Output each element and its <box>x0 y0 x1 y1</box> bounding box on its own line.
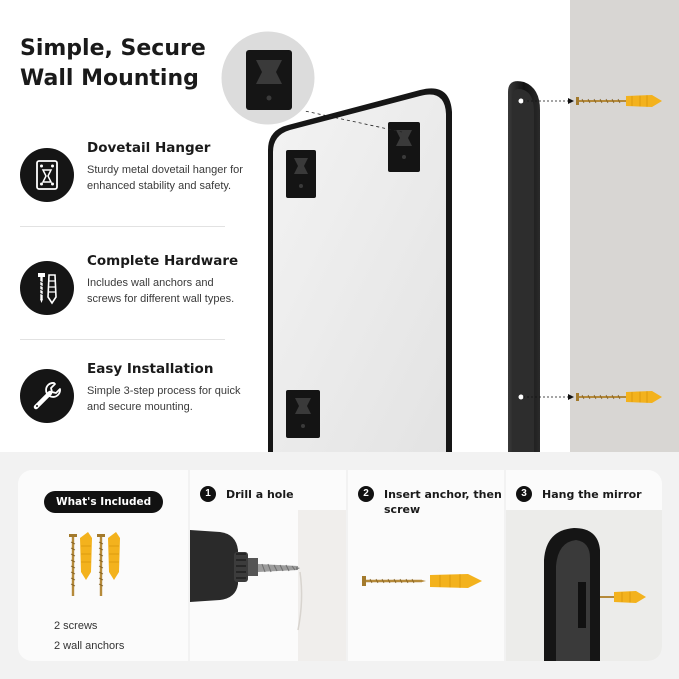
mirror-hanger-top-left <box>286 150 316 198</box>
step-number: 1 <box>200 486 216 502</box>
mirror-side-profile <box>508 81 574 452</box>
feature-installation: Easy Installation Simple 3-step process … <box>20 361 245 439</box>
dovetail-hanger-icon <box>20 148 74 202</box>
feature-hardware: Complete Hardware Includes wall anchors … <box>20 253 245 331</box>
wall-background <box>570 0 679 452</box>
mirror-illustration <box>218 28 662 452</box>
screw-anchor-icon <box>20 261 74 315</box>
step-label: Insert anchor, then screw <box>384 488 502 516</box>
step-number: 3 <box>516 486 532 502</box>
feature-dovetail: Dovetail Hanger Sturdy metal dovetail ha… <box>20 140 245 218</box>
feature-title: Easy Installation <box>87 361 214 377</box>
step-1-panel: 1 Drill a hole <box>190 470 346 661</box>
divider <box>20 339 225 340</box>
steps-section: What's Included 2 screws 2 wall anchors … <box>0 452 679 679</box>
feature-desc: Includes wall anchors and screws for dif… <box>87 277 235 305</box>
screw-anchor-illustration <box>362 574 482 588</box>
wall-screw-anchor-bottom <box>576 391 662 403</box>
drill-illustration <box>190 510 346 661</box>
feature-desc: Sturdy metal dovetail hanger for enhance… <box>87 164 243 192</box>
page-title: Simple, Secure Wall Mounting <box>20 34 206 94</box>
title-line-2: Wall Mounting <box>20 66 199 91</box>
included-anchors: 2 wall anchors <box>54 640 125 652</box>
mirror-hanger-bottom <box>286 390 320 438</box>
wrench-icon <box>20 369 74 423</box>
whats-included-panel: What's Included 2 screws 2 wall anchors <box>18 470 188 661</box>
step-2-panel: 2 Insert anchor, then screw <box>348 470 504 661</box>
hero-section: Simple, Secure Wall Mounting Dovetail Ha… <box>20 0 679 452</box>
screws-anchors-image <box>69 532 120 596</box>
mirror-hanger-top-right <box>388 122 420 172</box>
hanger-zoom-callout <box>218 28 403 133</box>
included-screws: 2 screws <box>54 620 98 632</box>
divider <box>20 226 225 227</box>
step-label: Drill a hole <box>226 488 294 501</box>
step-label: Hang the mirror <box>542 488 642 501</box>
feature-title: Dovetail Hanger <box>87 140 211 156</box>
feature-desc: Simple 3-step process for quick and secu… <box>87 385 241 413</box>
title-line-1: Simple, Secure <box>20 36 206 61</box>
hang-mirror-illustration <box>506 510 662 661</box>
feature-title: Complete Hardware <box>87 253 239 269</box>
step-number: 2 <box>358 486 374 502</box>
whats-included-badge: What's Included <box>44 491 164 513</box>
step-3-panel: 3 Hang the mirror <box>506 470 662 661</box>
wall-screw-anchor-top <box>576 95 662 107</box>
